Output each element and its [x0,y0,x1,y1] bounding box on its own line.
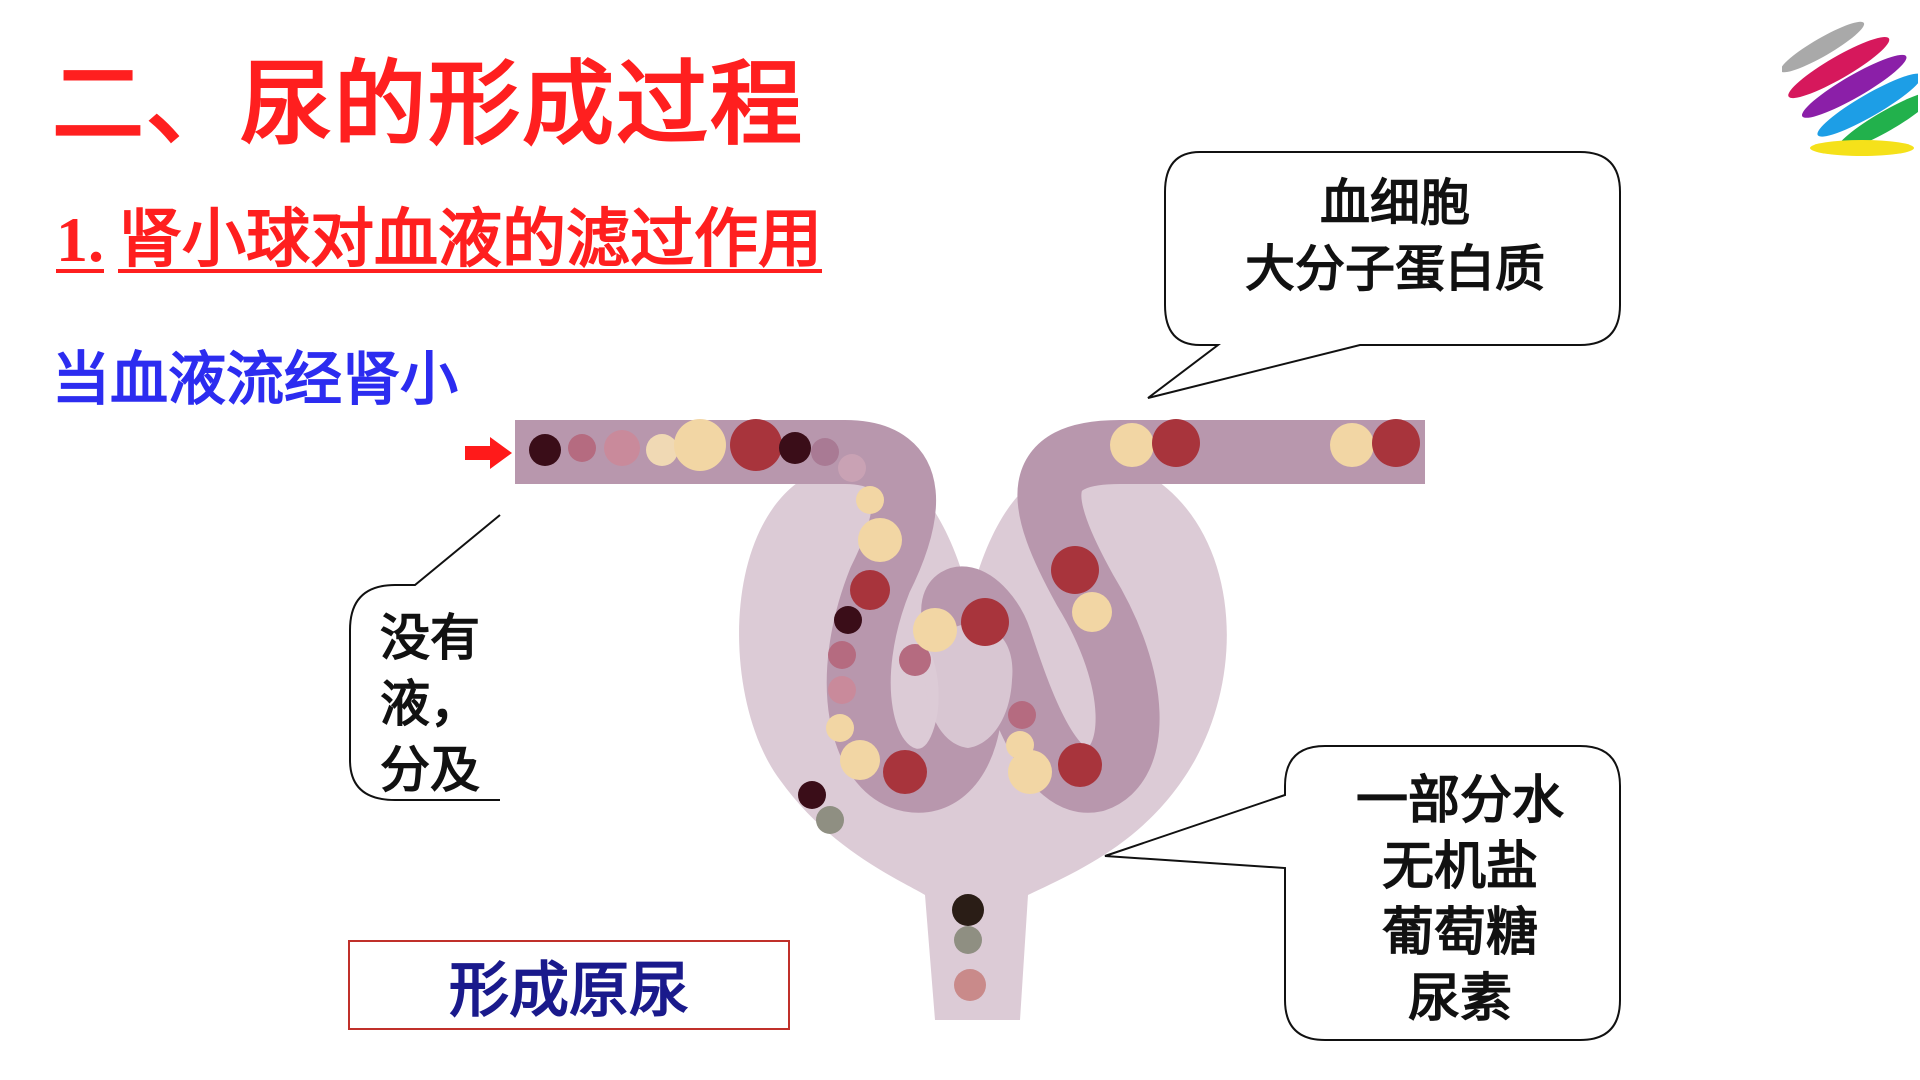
callout-filtered [1104,745,1621,1041]
result-label-box: 形成原尿 [348,940,790,1030]
intro-text: 当血液流经肾小 [52,345,459,413]
callout-left-text: 没有 液， 分及 [380,605,500,800]
not-filtered-item: 大分子蛋白质 [1245,240,1545,298]
flow-arrow-icon [465,437,512,469]
section-subtitle: 1.肾小球对血液的滤过作用 [56,188,822,280]
callout-not-filtered [1147,151,1621,399]
left-callout-line: 没有 [380,609,480,667]
left-callout-line: 液， [380,675,480,733]
not-filtered-item: 血细胞 [1320,174,1470,232]
filtered-item: 无机盐 [1381,837,1538,897]
callout-filtered-text: 一部分水 无机盐 葡萄糖 尿素 [1290,768,1630,1032]
result-label: 形成原尿 [449,955,689,1026]
callout-not-filtered-text: 血细胞 大分子蛋白质 [1172,170,1618,302]
filtered-item: 葡萄糖 [1381,903,1538,963]
section-number: 1. [56,204,104,275]
filtered-item: 一部分水 [1355,771,1564,831]
callout-left [349,514,501,801]
page-title: 二、尿的形成过程 [52,51,805,158]
left-callout-line: 分及 [380,741,480,799]
filtered-item: 尿素 [1407,969,1512,1029]
section-subtitle-text: 肾小球对血液的滤过作用 [118,203,822,277]
brand-logo-icon [1782,21,1918,156]
blood-cells [529,419,1420,1001]
